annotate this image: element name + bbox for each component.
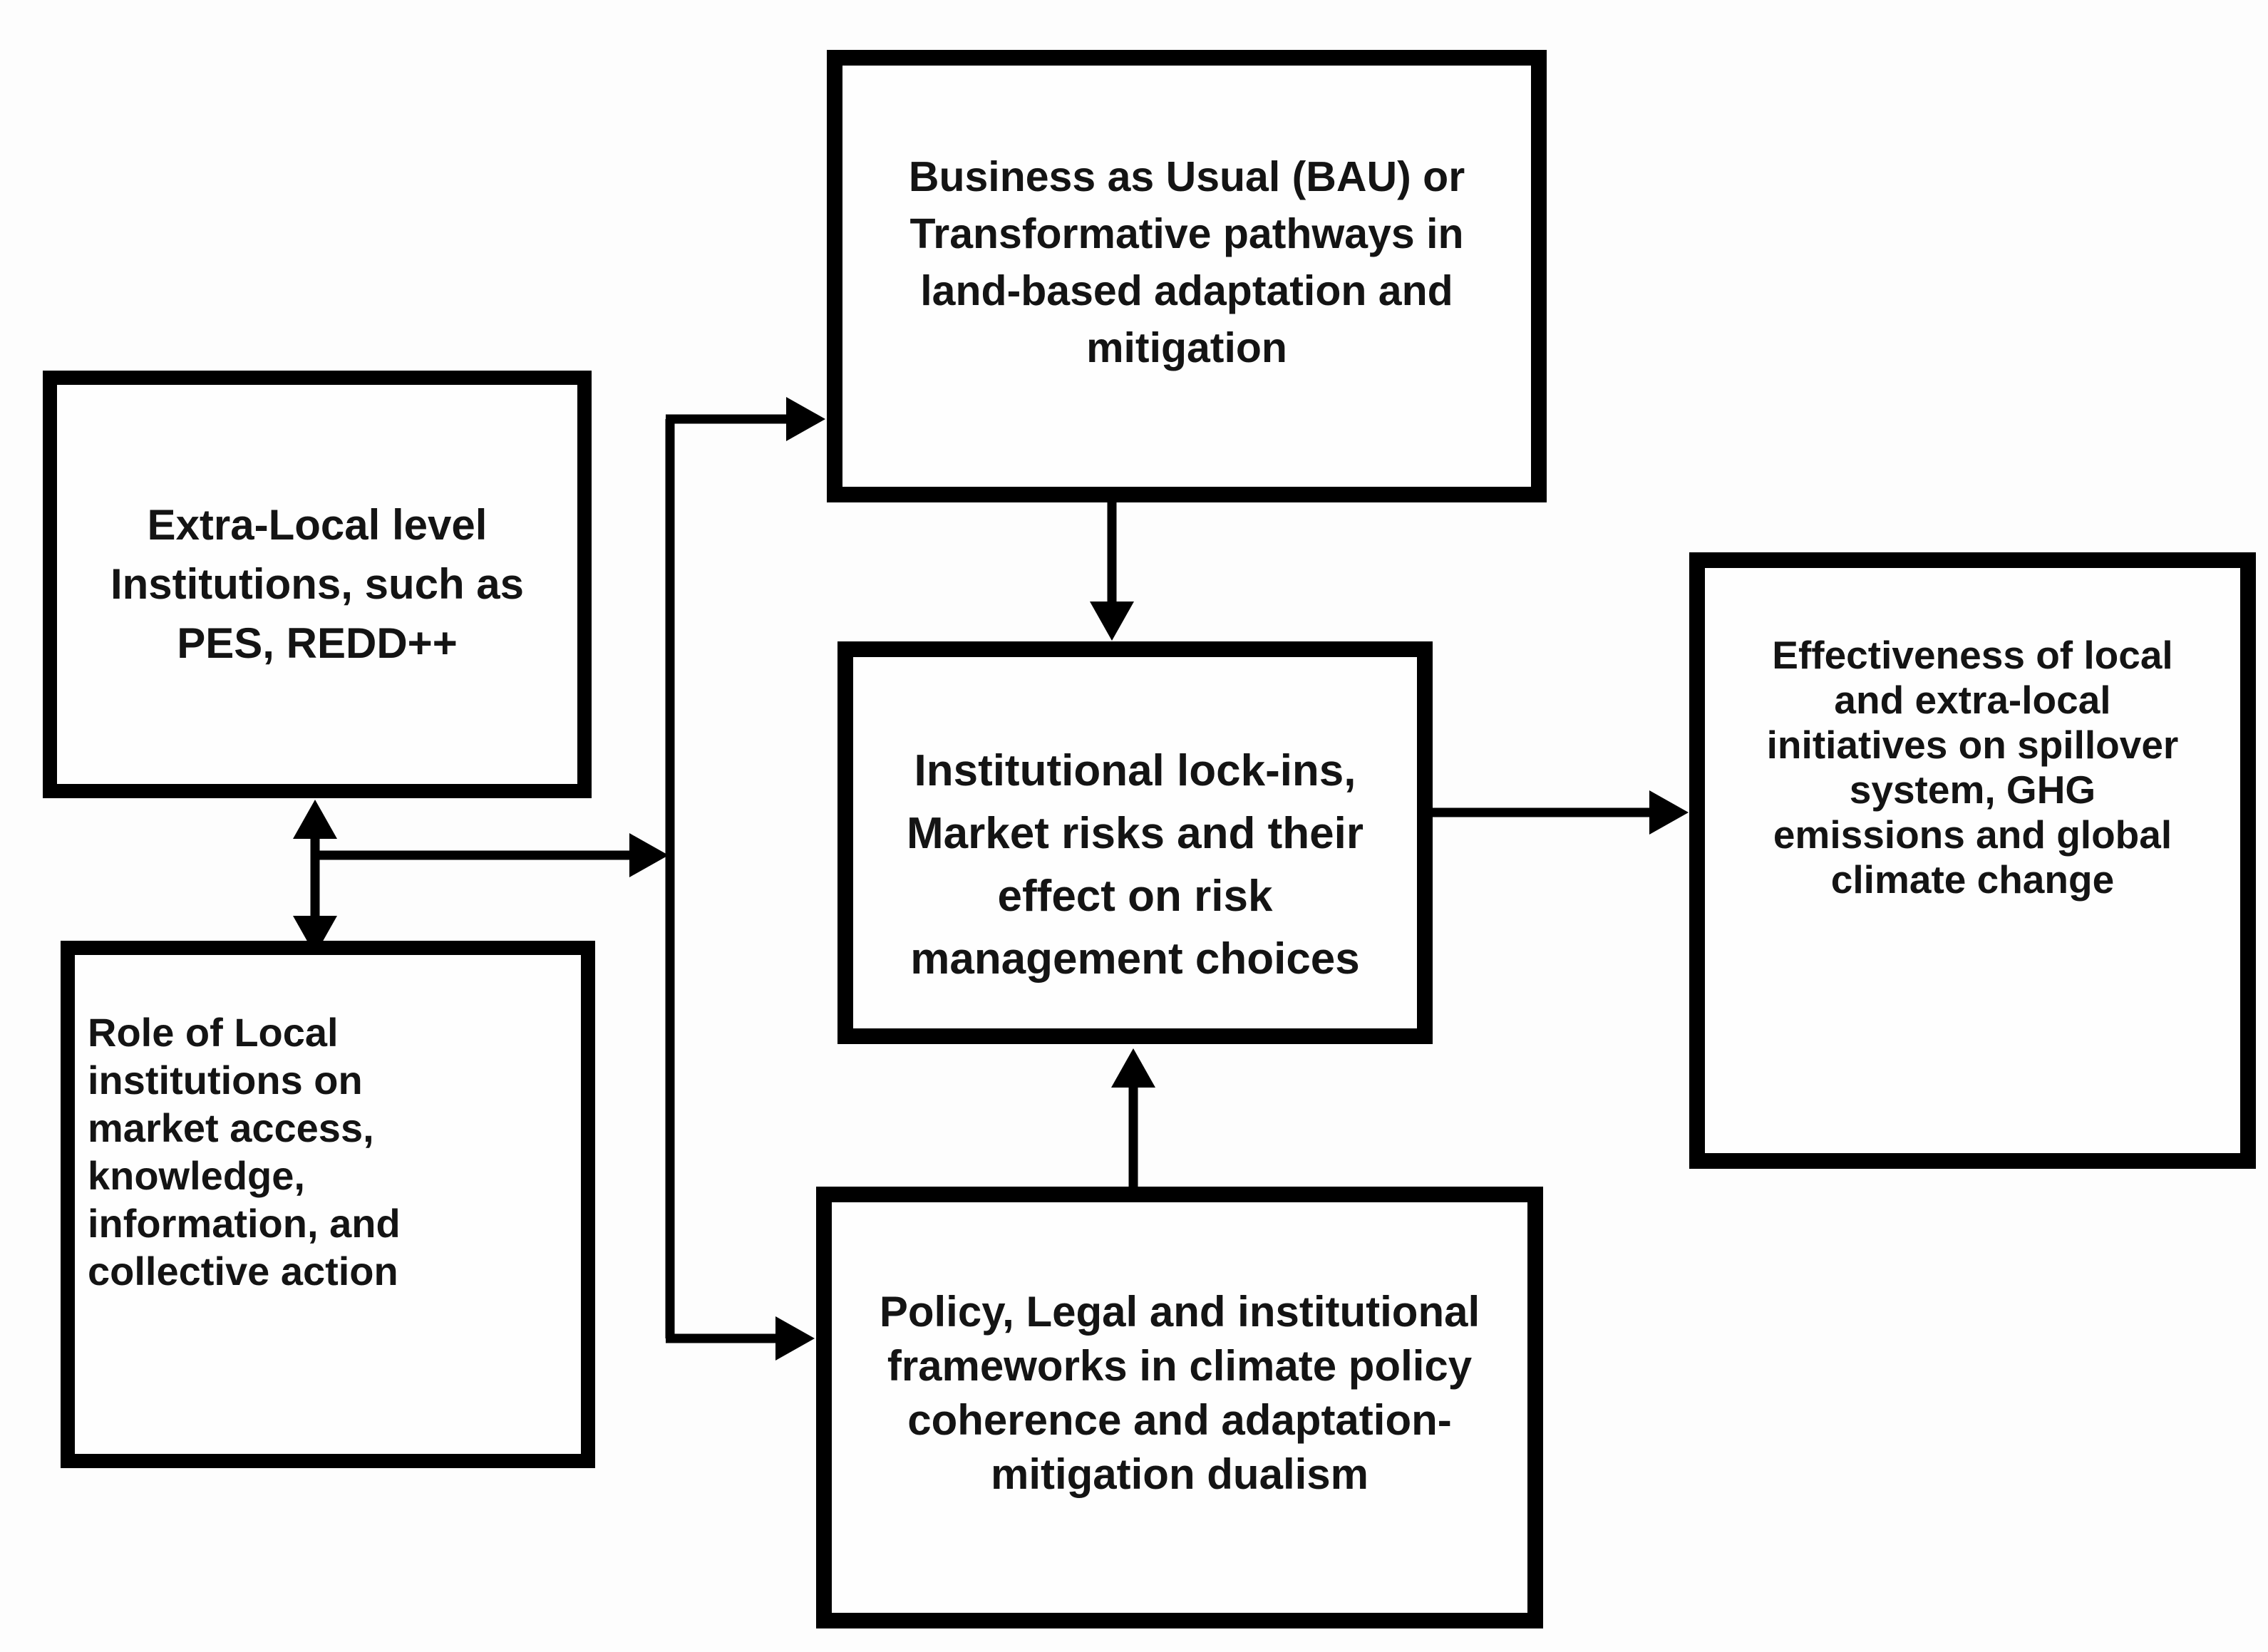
box-effectiveness-of-initiatives-label: Effectiveness of local and extra-local i… (1766, 633, 2179, 902)
box-policy-legal-frameworks: Policy, Legal and institutional framewor… (816, 1187, 1543, 1628)
box-institutional-lock-ins-label: Institutional lock-ins, Market risks and… (907, 746, 1364, 984)
arrow-lock-ins-to-effectiveness (1431, 790, 1689, 835)
arrow-junction-to-pathways (666, 397, 825, 441)
box-extra-local-institutions: Extra-Local level Institutions, such as … (43, 371, 592, 798)
box-extra-local-institutions-label: Extra-Local level Institutions, such as … (110, 501, 525, 667)
box-local-institutions: Role of Local institutions on market acc… (61, 941, 595, 1468)
arrow-policy-to-lock-ins (1111, 1048, 1155, 1188)
box-local-institutions-label: Role of Local institutions on market acc… (88, 1010, 401, 1294)
arrow-junction-to-policy (666, 1316, 815, 1361)
box-policy-legal-frameworks-label: Policy, Legal and institutional framewor… (879, 1288, 1480, 1498)
box-effectiveness-of-initiatives: Effectiveness of local and extra-local i… (1689, 552, 2256, 1169)
box-bau-transformative-pathways-label: Business as Usual (BAU) or Transformativ… (908, 153, 1465, 371)
arrow-left-boxes-to-junction (315, 833, 669, 877)
box-bau-transformative-pathways: Business as Usual (BAU) or Transformativ… (827, 50, 1547, 502)
arrow-pathways-to-lock-ins (1090, 501, 1134, 641)
double-arrow-extra-local-to-local (293, 800, 337, 955)
box-institutional-lock-ins: Institutional lock-ins, Market risks and… (837, 641, 1433, 1044)
